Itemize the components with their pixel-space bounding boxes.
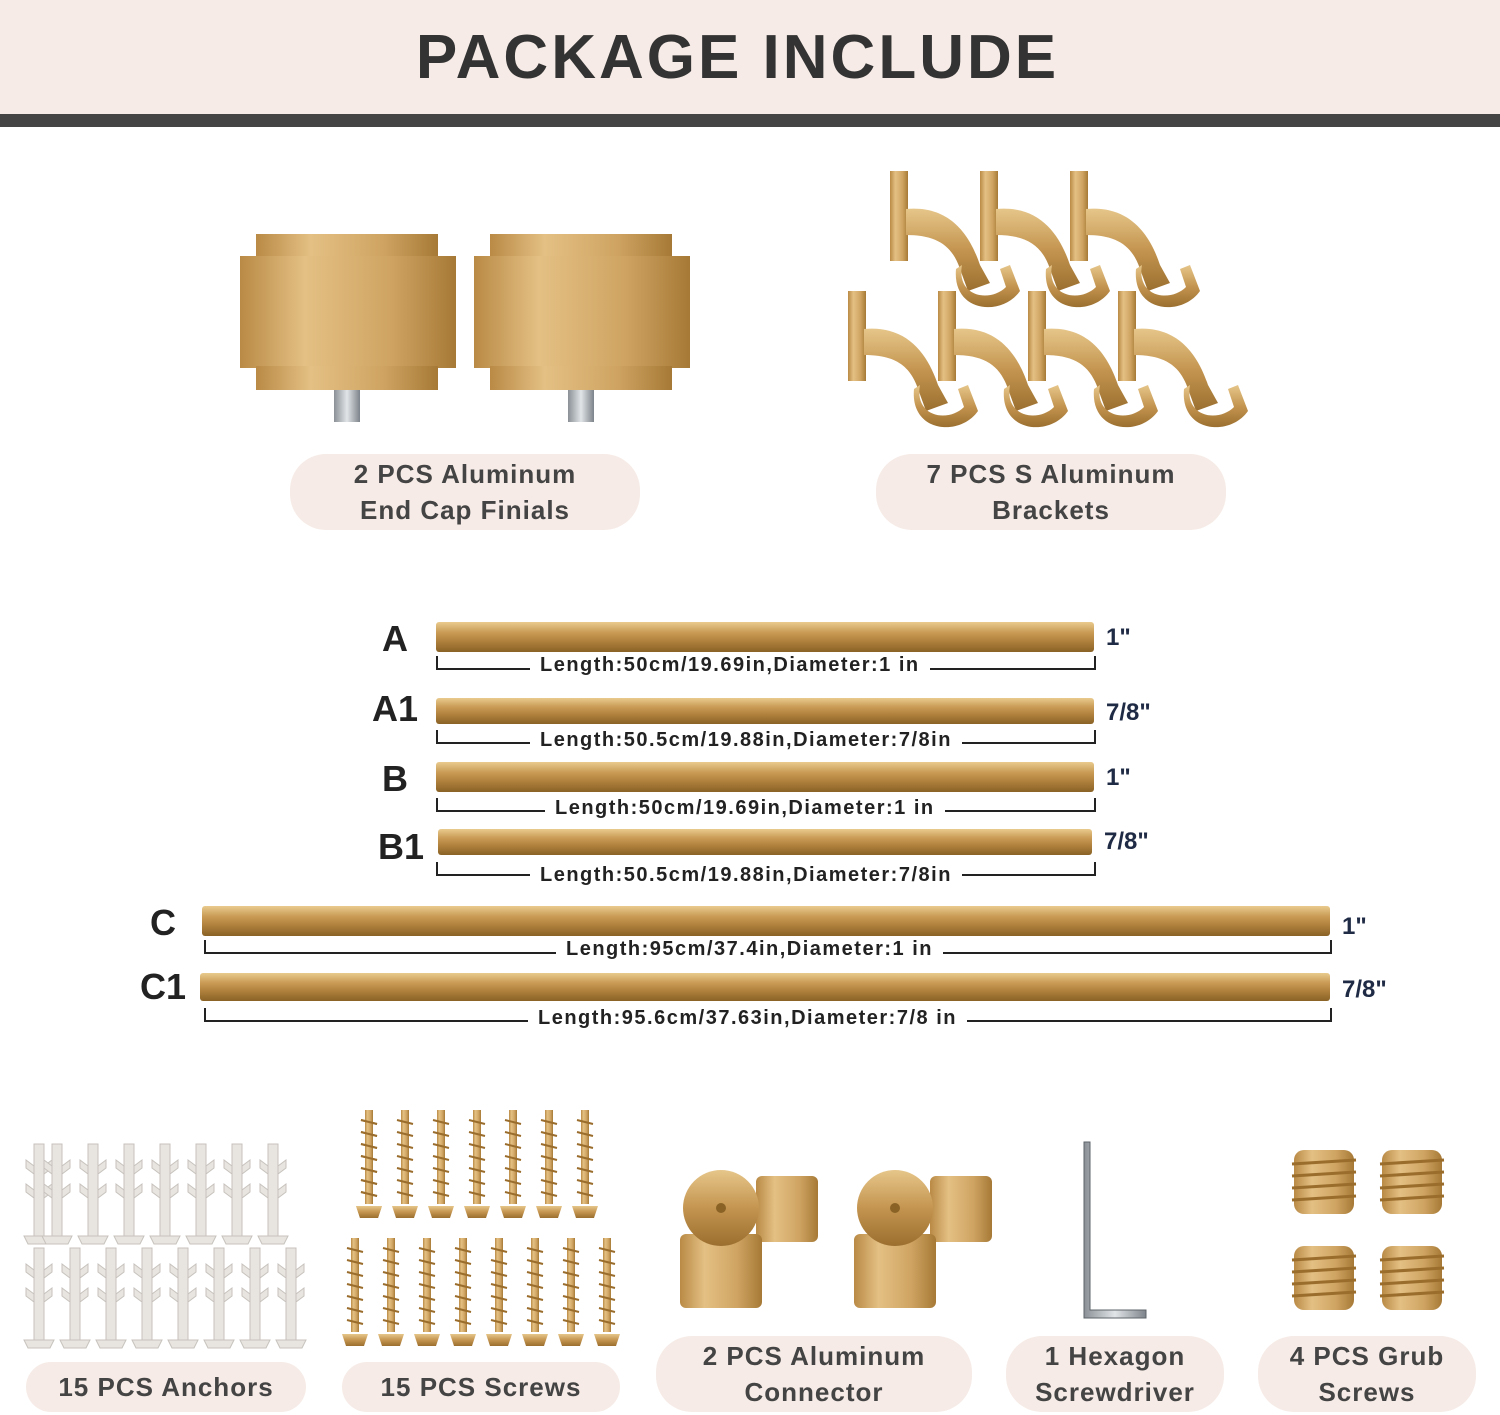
rod-a1 [436, 698, 1094, 724]
grub-screw-icon [1291, 1150, 1357, 1214]
rod-size-c1: 7/8" [1342, 976, 1387, 1003]
connector-icon [680, 1170, 818, 1308]
finials-label-line2: End Cap Finials [359, 495, 571, 525]
anchors-label-line1: 15 PCS Anchors [58, 1372, 274, 1402]
rod-letter-a: A [382, 618, 408, 659]
rod-length-a: Length:50cm/19.69in,Diameter:1 in [530, 654, 930, 677]
page-title: PACKAGE INCLUDE [415, 23, 1060, 92]
rod-letter-c1: C1 [139, 966, 186, 1007]
rod-length-c: Length:95cm/37.4in,Diameter:1 in [556, 938, 943, 961]
connector-label-line1: 2 PCS Aluminum [702, 1341, 926, 1371]
rod-length-b: Length:50cm/19.69in,Diameter:1 in [545, 797, 945, 820]
screws-image [341, 1109, 621, 1347]
finials-image [240, 234, 690, 422]
grub-screws-label-line2: Screws [1318, 1377, 1416, 1407]
screwdriver-label: 1 Hexagon Screwdriver [1006, 1336, 1224, 1412]
rod-size-a: 1" [1106, 624, 1131, 651]
screwdriver-image [1083, 1141, 1147, 1319]
header-divider [0, 114, 1500, 127]
rod-letter-b1: B1 [377, 826, 424, 867]
finials-label: 2 PCS Aluminum End Cap Finials [290, 454, 640, 530]
finial-icon [474, 234, 690, 422]
connector-label-line2: Connector [744, 1377, 884, 1407]
rod-size-b1: 7/8" [1104, 828, 1149, 855]
rod-c1 [200, 973, 1330, 1001]
brackets-label-line1: 7 PCS S Aluminum [926, 459, 1176, 489]
hex-key-icon [1083, 1141, 1147, 1319]
rod-length-c1: Length:95.6cm/37.63in,Diameter:7/8 in [528, 1007, 967, 1030]
brackets-image [848, 171, 1248, 428]
rod-letter-a1: A1 [371, 688, 418, 729]
connector-image [680, 1170, 992, 1308]
brackets-label: 7 PCS S Aluminum Brackets [876, 454, 1226, 530]
brackets-label-line2: Brackets [992, 495, 1110, 525]
rod-b1 [438, 829, 1092, 855]
rod-a [436, 622, 1094, 652]
grub-screws-label: 4 PCS Grub Screws [1258, 1336, 1476, 1412]
rod-c [202, 906, 1330, 936]
rod-size-a1: 7/8" [1106, 699, 1151, 726]
anchors-label: 15 PCS Anchors [26, 1362, 306, 1412]
rod-size-b: 1" [1106, 764, 1131, 791]
rod-length-b1: Length:50.5cm/19.88in,Diameter:7/8in [530, 864, 962, 887]
rod-length-a1: Length:50.5cm/19.88in,Diameter:7/8in [530, 729, 962, 752]
screwdriver-label-line2: Screwdriver [1035, 1377, 1195, 1407]
rod-letter-b: B [382, 758, 408, 799]
grub-screws-image [1290, 1148, 1446, 1312]
screws-label: 15 PCS Screws [342, 1362, 620, 1412]
screws-label-line1: 15 PCS Screws [380, 1372, 582, 1402]
grub-screws-label-line1: 4 PCS Grub [1289, 1341, 1445, 1371]
finials-label-line1: 2 PCS Aluminum [353, 459, 577, 489]
screwdriver-label-line1: 1 Hexagon [1044, 1341, 1186, 1371]
rod-b [436, 762, 1094, 792]
connector-label: 2 PCS Aluminum Connector [656, 1336, 972, 1412]
finial-icon [240, 234, 456, 422]
header-banner [0, 0, 1500, 114]
bracket-icon [890, 171, 1020, 308]
rod-size-c: 1" [1342, 913, 1367, 940]
anchors-image [23, 1143, 307, 1349]
rod-letter-c: C [150, 902, 176, 943]
